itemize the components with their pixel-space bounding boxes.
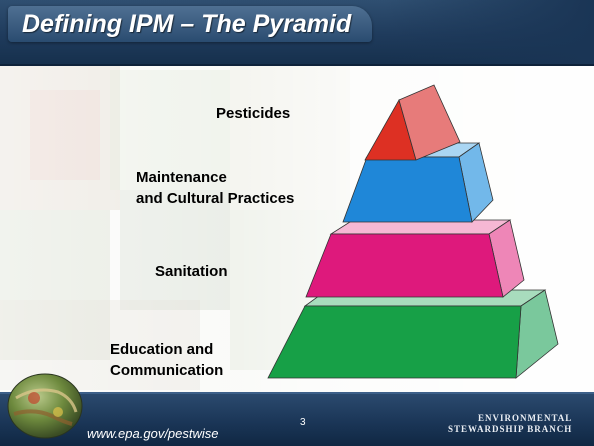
title-bar-shade: [384, 0, 594, 64]
page-number: 3: [300, 417, 306, 428]
slide-title: Defining IPM – The Pyramid: [22, 10, 352, 38]
title-tab: [8, 6, 372, 42]
globe-icon: [7, 373, 83, 439]
tier-education-front: [267, 305, 522, 379]
branch-line1: ENVIRONMENTAL: [477, 413, 573, 423]
tier-education: [267, 289, 559, 379]
title-bar: Defining IPM – The Pyramid: [0, 0, 594, 66]
tier-maintenance-front: [342, 156, 473, 223]
tier-pesticides-side: [398, 84, 461, 161]
label-education-line1: Education and: [110, 341, 214, 358]
label-sanitation: Sanitation: [155, 263, 228, 280]
label-maintenance-line2: and Cultural Practices: [136, 190, 295, 207]
tier-sanitation-front: [305, 233, 504, 298]
label-education-line2: Communication: [110, 362, 224, 379]
label-maintenance-line1: Maintenance: [136, 169, 227, 186]
branch-line2: STEWARDSHIP BRANCH: [448, 424, 573, 434]
tier-pesticides: [364, 84, 461, 161]
footer-bar: [0, 392, 594, 446]
footer-url[interactable]: www.epa.gov/pestwise: [87, 426, 219, 441]
branch-wordmark: ENVIRONMENTAL STEWARDSHIP BRANCH: [448, 413, 572, 435]
tier-sanitation: [305, 219, 525, 298]
label-pesticides: Pesticides: [216, 105, 291, 122]
